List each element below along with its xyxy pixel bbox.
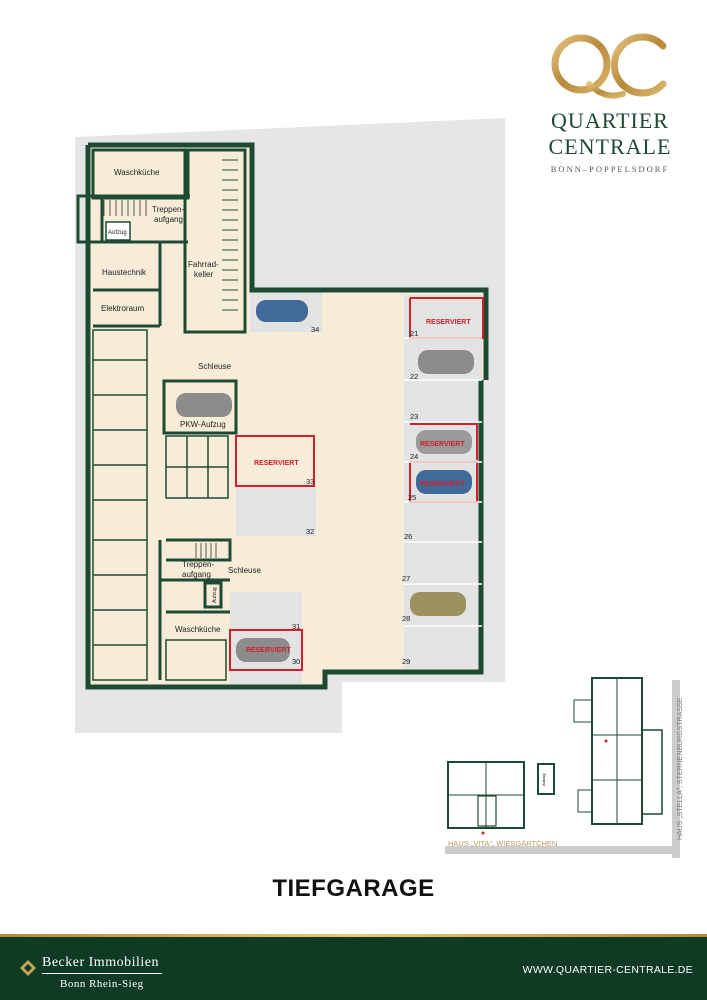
reserved-21: RESERVIERT (426, 319, 471, 326)
car-pkw-aufzug (176, 393, 232, 417)
site-aufzug-label: Aufzug (541, 774, 546, 786)
website-link[interactable]: WWW.QUARTIER-CENTRALE.DE (522, 964, 693, 976)
brand-name-line1: QUARTIER (551, 108, 669, 133)
site-haus-vita-label: HAUS „VITA“, WIESGÄRTCHEN (448, 839, 557, 848)
space-25: 25 (408, 493, 416, 502)
label-treppen-bottom-1: Treppen- (182, 560, 215, 569)
space-28: 28 (402, 614, 410, 623)
qc-monogram-logo (551, 33, 667, 99)
bicycle-stalls (222, 159, 238, 311)
outer-walls (85, 142, 489, 690)
footer-gold-stripe (0, 934, 707, 937)
label-treppen-bottom-2: aufgang (182, 570, 211, 579)
page-title: TIEFGARAGE (272, 875, 435, 902)
site-street-label: HAUS „STELLA“, STERNENBURGSTRASSE (677, 697, 684, 840)
space-23: 23 (410, 412, 418, 421)
floor-plan: Waschküche Treppen- aufgang Aufzug Haust… (75, 118, 684, 858)
brand-location: BONN–POPPELSDORF (550, 164, 670, 174)
brand-name-line2: CENTRALE (548, 134, 672, 159)
becker-diamond-icon (20, 960, 36, 976)
space-27: 27 (402, 574, 410, 583)
space-21: 21 (410, 329, 418, 338)
space-33: 33 (306, 477, 314, 486)
space-34: 34 (311, 325, 319, 334)
reserved-30: RESERVIERT (246, 647, 291, 654)
space-30: 30 (292, 657, 300, 666)
room-labels: Waschküche Treppen- aufgang Aufzug Haust… (101, 168, 261, 634)
car-icons (176, 300, 474, 662)
car-28 (410, 592, 466, 616)
space-22: 22 (410, 372, 418, 381)
label-fahrrad-2: keller (194, 270, 213, 279)
footer (0, 934, 707, 1000)
stairs (103, 200, 217, 558)
parking-dividers (404, 337, 482, 627)
reserved-labels: RESERVIERT RESERVIERT RESERVIERT RESERVI… (246, 319, 471, 654)
label-fahrrad-1: Fahrrad- (188, 260, 219, 269)
car-34 (256, 300, 308, 322)
reserved-24: RESERVIERT (420, 441, 465, 448)
company-name: Becker Immobilien (42, 955, 159, 970)
space-32: 32 (306, 527, 314, 536)
company-divider (42, 973, 162, 974)
site-plan: Aufzug HAUS „STELLA“, STERNENBURGSTRASSE… (445, 677, 684, 858)
label-haustechnik: Haustechnik (102, 268, 147, 277)
space-31: 31 (292, 622, 300, 631)
space-numbers: 21 22 23 24 25 26 27 28 29 30 31 32 33 3… (292, 325, 418, 666)
car-24 (416, 430, 472, 454)
reserved-25: RESERVIERT (420, 481, 465, 488)
label-schleuse-top: Schleuse (198, 362, 231, 371)
interior-walls (76, 148, 484, 680)
car-25 (416, 470, 472, 494)
company-region: Bonn Rhein-Sieg (60, 978, 144, 990)
label-waschkueche-bottom: Waschküche (175, 625, 221, 634)
label-aufzug-top: Aufzug (108, 230, 127, 236)
label-treppen-top-2: aufgang (154, 215, 183, 224)
elevator-top (105, 221, 131, 241)
label-pkw-aufzug: PKW-Aufzug (180, 420, 226, 429)
label-waschkueche-top: Waschküche (114, 168, 160, 177)
label-elektroraum: Elektroraum (101, 304, 144, 313)
space-24: 24 (410, 452, 418, 461)
reserved-33: RESERVIERT (254, 460, 299, 467)
label-treppen-top-1: Treppen- (152, 205, 185, 214)
space-26: 26 (404, 532, 412, 541)
storage-cells (92, 329, 229, 681)
space-29: 29 (402, 657, 410, 666)
label-aufzug-bottom: Aufzug (212, 587, 218, 603)
car-22 (418, 350, 474, 374)
car-30 (236, 638, 290, 662)
building-floor (88, 145, 486, 687)
label-schleuse-bottom: Schleuse (228, 566, 261, 575)
